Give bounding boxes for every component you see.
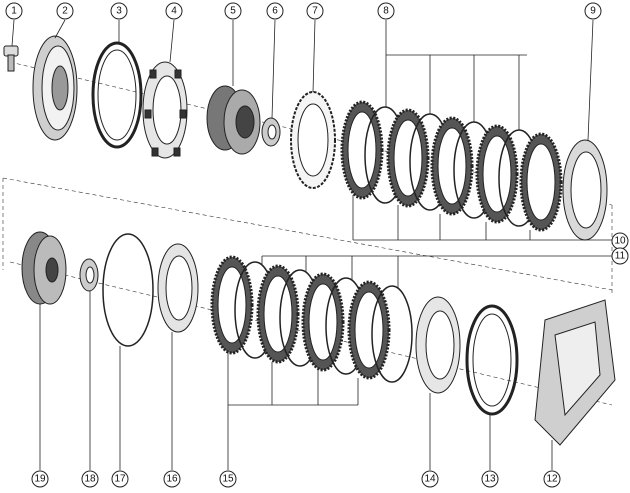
svg-text:14: 14 <box>424 474 436 485</box>
callout-7: 7 <box>306 2 324 20</box>
friction-plate-stack-bottom <box>210 255 413 383</box>
part-plate-9 <box>562 139 608 241</box>
svg-text:5: 5 <box>230 6 236 17</box>
part-plate-16 <box>157 243 199 333</box>
part-plate-7 <box>290 91 336 189</box>
callout-8: 8 <box>377 2 395 20</box>
callout-11: 11 <box>611 247 629 265</box>
callout-9: 9 <box>584 2 602 20</box>
part-ring-13 <box>465 304 519 416</box>
callout-10: 10 <box>611 232 629 250</box>
svg-text:3: 3 <box>116 6 122 17</box>
svg-text:12: 12 <box>546 474 558 485</box>
callout-16: 16 <box>163 470 181 488</box>
callout-17: 17 <box>111 470 129 488</box>
svg-text:7: 7 <box>312 6 318 17</box>
callout-2: 2 <box>56 2 74 20</box>
callout-12: 12 <box>543 470 561 488</box>
part-bolt <box>3 45 19 72</box>
friction-plate-stack-top <box>340 100 563 232</box>
svg-text:2: 2 <box>62 6 68 17</box>
svg-text:15: 15 <box>222 474 234 485</box>
svg-text:9: 9 <box>590 6 596 17</box>
svg-text:11: 11 <box>615 251 626 262</box>
leader-lines <box>11 19 614 470</box>
part-pressure-plate-top <box>32 35 78 141</box>
callout-group: 1 2 3 4 5 6 7 8 9 10 11 12 13 14 15 16 1… <box>5 2 629 488</box>
part-spring-plate-top <box>142 61 188 159</box>
svg-text:4: 4 <box>171 6 177 17</box>
svg-text:10: 10 <box>614 236 626 247</box>
callout-3: 3 <box>110 2 128 20</box>
callout-5: 5 <box>224 2 242 20</box>
callout-1: 1 <box>5 2 23 20</box>
part-washer <box>261 117 281 147</box>
svg-text:19: 19 <box>34 474 46 485</box>
part-seal-ring-top <box>91 41 143 149</box>
callout-13: 13 <box>481 470 499 488</box>
callout-18: 18 <box>81 470 99 488</box>
svg-text:18: 18 <box>84 474 96 485</box>
svg-text:13: 13 <box>484 474 496 485</box>
svg-text:6: 6 <box>272 6 278 17</box>
part-washer-18 <box>79 258 99 292</box>
svg-text:1: 1 <box>11 6 17 17</box>
part-cover-12 <box>534 299 616 446</box>
part-spring-plate-14 <box>415 296 461 394</box>
part-hub-19 <box>21 231 67 305</box>
callout-19: 19 <box>31 470 49 488</box>
callout-14: 14 <box>421 470 439 488</box>
svg-text:16: 16 <box>166 474 178 485</box>
svg-text:8: 8 <box>383 6 389 17</box>
part-clutch-hub <box>206 85 261 155</box>
svg-text:17: 17 <box>114 474 126 485</box>
callout-6: 6 <box>266 2 284 20</box>
part-ring-17 <box>102 233 154 347</box>
callout-4: 4 <box>165 2 183 20</box>
callout-15: 15 <box>219 470 237 488</box>
